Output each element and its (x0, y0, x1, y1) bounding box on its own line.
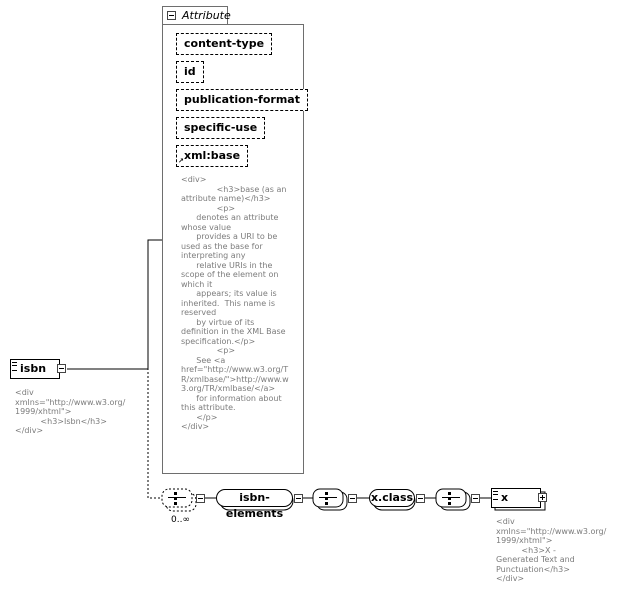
outer-choice-collapse-icon[interactable] (196, 494, 205, 503)
isbn-documentation: <div xmlns="http://www.w3.org/ 1999/xhtm… (15, 388, 126, 435)
choice-compositor-outer[interactable] (160, 488, 194, 508)
attribute-xml-base-label: xml:base (184, 149, 241, 162)
choice-icon (168, 497, 186, 498)
choice-icon (442, 497, 460, 498)
attribute-group-tab[interactable]: Attribute (162, 6, 231, 24)
attribute-group-label: Attribute (182, 9, 231, 22)
reference-arrow-icon: ↗ (178, 157, 184, 165)
x-documentation: <div xmlns="http://www.w3.org/ 1999/xhtm… (496, 517, 607, 583)
group-x-class-label: x.class (370, 491, 414, 504)
occurrence-label: 0..∞ (171, 515, 190, 525)
documentation-icon (493, 491, 498, 500)
choice-3-collapse-icon[interactable] (471, 494, 480, 503)
attribute-publication-format-label: publication-format (184, 93, 300, 106)
xml-base-documentation: <div> <h3>base (as an attribute name)</h… (181, 175, 289, 431)
isbn-collapse-icon[interactable] (57, 364, 66, 373)
element-x-label: x (501, 491, 509, 504)
documentation-icon (12, 362, 17, 371)
attribute-specific-use-label: specific-use (184, 121, 258, 134)
element-isbn[interactable]: isbn (10, 359, 60, 379)
x-expand-icon[interactable] (538, 493, 547, 502)
element-x[interactable]: x (491, 488, 541, 508)
group-isbn-elements[interactable]: isbn-elements (216, 489, 293, 520)
choice-compositor-3[interactable] (434, 488, 468, 508)
isbn-elements-collapse-icon[interactable] (294, 494, 303, 503)
group-isbn-elements-label: isbn-elements (225, 491, 284, 520)
choice-2-collapse-icon[interactable] (348, 494, 357, 503)
attribute-content-type-label: content-type (184, 37, 265, 50)
attribute-content-type[interactable]: content-type (176, 33, 273, 55)
choice-compositor-2[interactable] (311, 488, 345, 508)
attribute-id-label: id (184, 65, 196, 78)
attribute-specific-use[interactable]: specific-use (176, 117, 266, 139)
attribute-xml-base[interactable]: ↗ xml:base (176, 145, 249, 167)
element-isbn-label: isbn (20, 362, 47, 375)
x-class-collapse-icon[interactable] (416, 494, 425, 503)
attribute-collapse-icon[interactable] (167, 11, 176, 20)
choice-icon (319, 497, 337, 498)
attribute-id[interactable]: id (176, 61, 204, 83)
group-x-class[interactable]: x.class (369, 489, 415, 507)
attribute-publication-format[interactable]: publication-format (176, 89, 308, 111)
